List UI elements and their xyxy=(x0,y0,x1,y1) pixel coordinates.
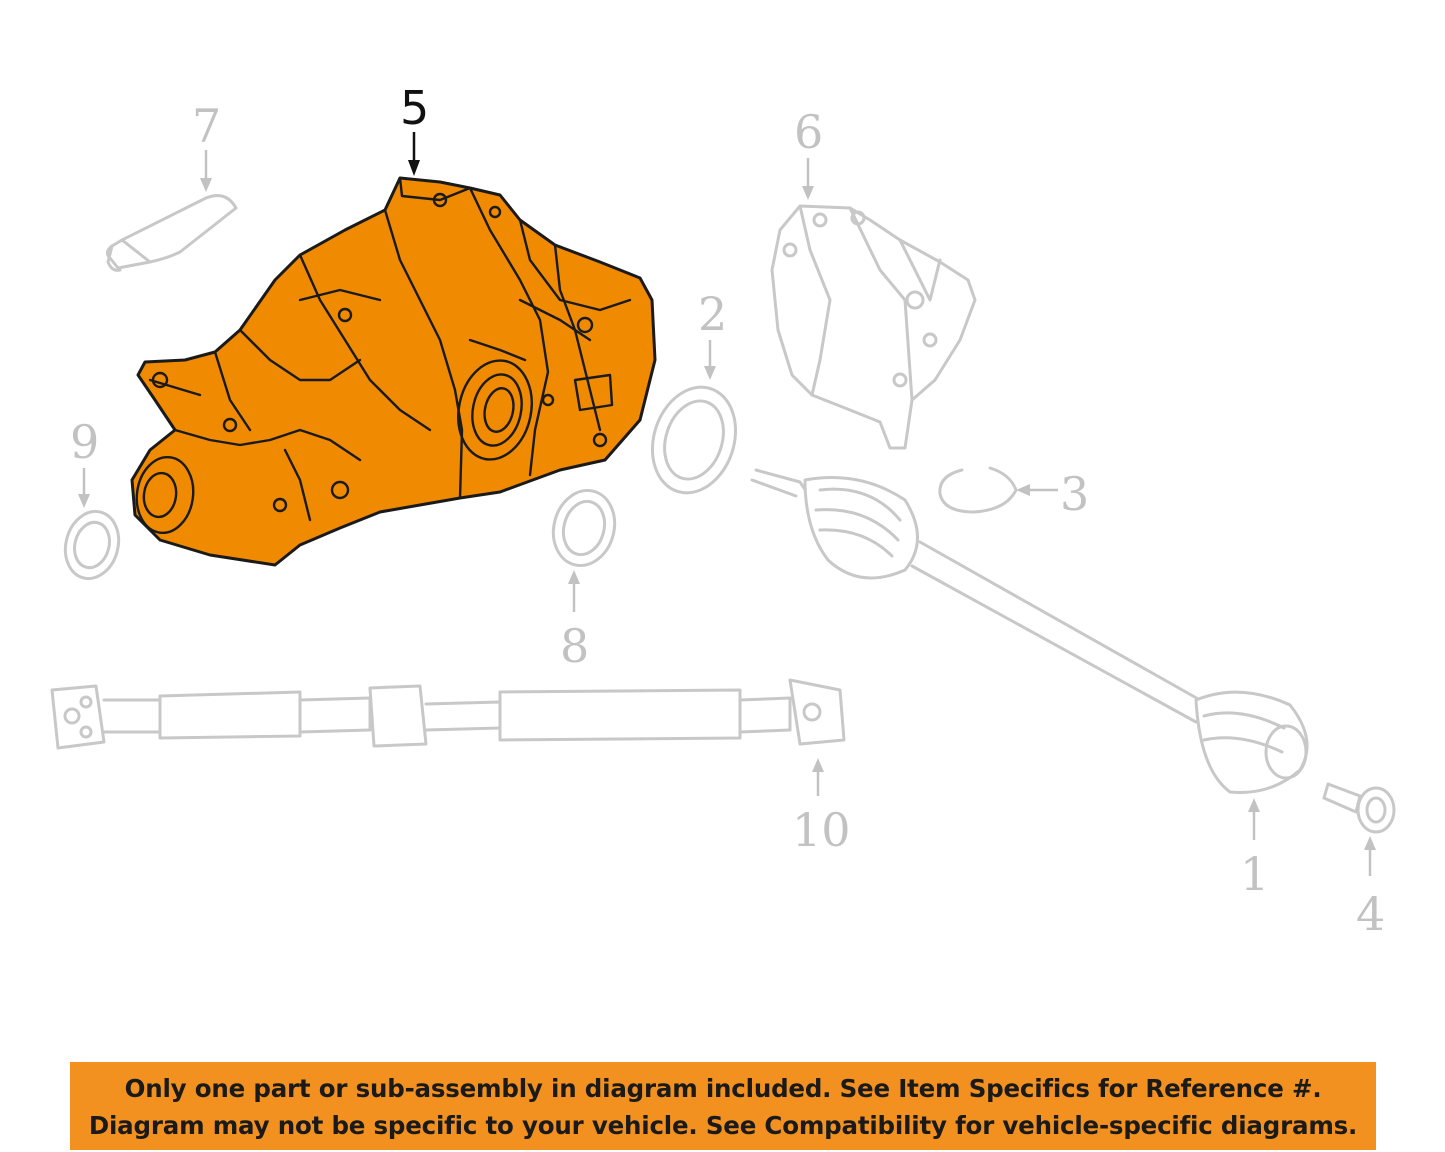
callout-9: 9 xyxy=(70,415,99,469)
callout-7: 7 xyxy=(192,99,221,153)
callout-10: 10 xyxy=(792,803,851,857)
part-4-bolt xyxy=(1322,782,1396,834)
callout-9-arrow xyxy=(78,468,90,508)
part-8-seal xyxy=(551,488,617,568)
callout-1-arrow xyxy=(1248,798,1260,840)
part-5-differential-assembly xyxy=(130,176,657,567)
callout-4: 4 xyxy=(1356,887,1385,941)
callout-3-arrow xyxy=(1016,484,1058,496)
part-1-axle-shaft xyxy=(750,468,1309,795)
disclaimer-line-2: Diagram may not be specific to your vehi… xyxy=(88,1111,1358,1140)
callout-5: 5 xyxy=(400,81,429,135)
part-10-drive-shaft xyxy=(50,678,846,750)
callout-3: 3 xyxy=(1060,467,1089,521)
callout-5-arrow xyxy=(408,132,420,176)
part-2-gasket xyxy=(650,385,738,495)
callout-4-arrow xyxy=(1364,836,1376,876)
parts-diagram: 7 6 2 3 8 xyxy=(50,81,1396,941)
disclaimer-line-1: Only one part or sub-assembly in diagram… xyxy=(124,1074,1322,1103)
part-6-differential-cover xyxy=(770,204,977,450)
callout-2: 2 xyxy=(698,287,727,341)
callout-10-arrow xyxy=(812,758,824,796)
callout-1: 1 xyxy=(1240,847,1269,901)
callout-8: 8 xyxy=(560,619,589,673)
disclaimer-banner: Only one part or sub-assembly in diagram… xyxy=(70,1062,1376,1150)
callout-7-arrow xyxy=(200,150,212,192)
part-3-snap-ring xyxy=(938,466,1018,514)
callout-6: 6 xyxy=(794,105,823,159)
part-9-seal xyxy=(63,509,121,581)
callout-6-arrow xyxy=(802,158,814,200)
part-7-grease-tube xyxy=(105,194,238,272)
callout-8-arrow xyxy=(568,570,580,612)
callout-2-arrow xyxy=(704,340,716,380)
